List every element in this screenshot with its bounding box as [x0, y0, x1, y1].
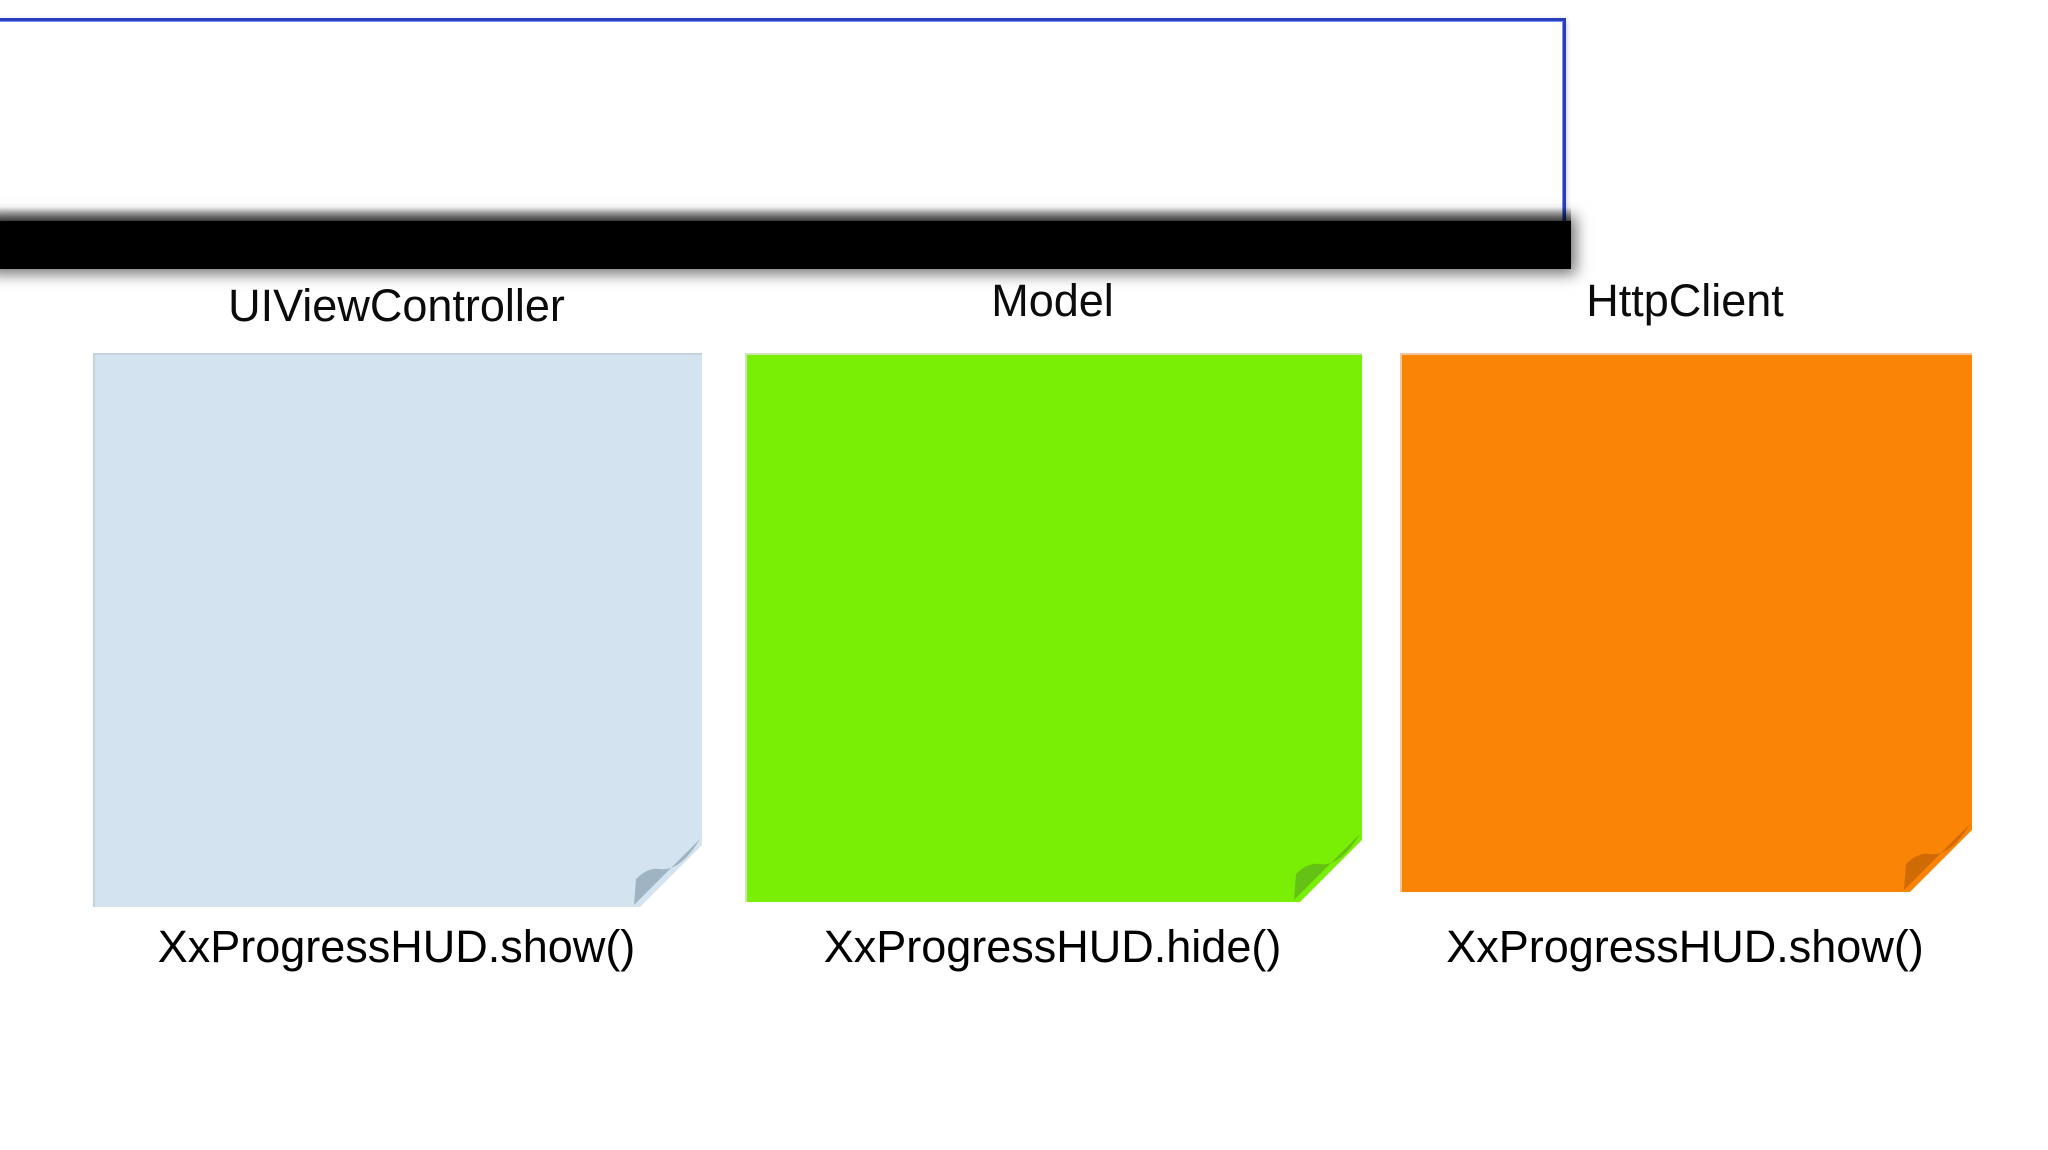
column-label-model: Model — [991, 275, 1114, 326]
sticky-note-model[interactable]: XxProgressHUD.hide() — [745, 353, 1362, 972]
page-curl-icon — [634, 839, 700, 905]
sticky-note-httpclient[interactable]: XxProgressHUD.show() — [1400, 353, 1972, 972]
column-label-uiviewcontroller: UIViewController — [228, 280, 565, 331]
sticky-note-text: XxProgressHUD.show() — [1446, 921, 1924, 972]
sticky-note-text: XxProgressHUD.hide() — [823, 921, 1282, 972]
sticky-note-body — [1400, 353, 1972, 892]
sticky-note-body — [745, 353, 1362, 902]
page-curl-icon — [1294, 834, 1360, 900]
sticky-note-uiviewcontroller[interactable]: XxProgressHUD.show() — [93, 353, 702, 972]
top-banner — [0, 18, 1571, 269]
sticky-note-body — [93, 353, 702, 907]
banner-black-bar — [0, 221, 1571, 269]
column-label-httpclient: HttpClient — [1586, 275, 1784, 326]
page-curl-icon — [1904, 824, 1970, 890]
sticky-note-text: XxProgressHUD.show() — [157, 921, 636, 972]
